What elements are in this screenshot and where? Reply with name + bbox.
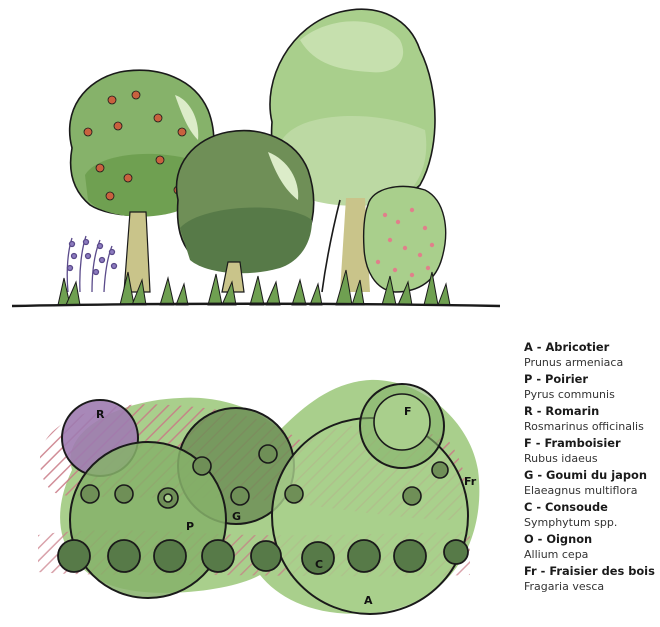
legend-latin-name: Allium cepa [524, 547, 658, 562]
plan-label-a: A [364, 594, 373, 607]
plan-label-p: P [186, 520, 194, 533]
plan-label-fr: Fr [464, 475, 477, 488]
legend-item-fr: Fr - Fraisier des boisFragaria vesca [524, 564, 658, 594]
legend-latin-name: Rubus idaeus [524, 451, 658, 466]
legend-latin-name: Prunus armeniaca [524, 355, 658, 370]
legend-item-f: F - FramboisierRubus idaeus [524, 436, 658, 466]
legend-item-c: C - ConsoudeSymphytum spp. [524, 500, 658, 530]
legend-plant-name: R - Romarin [524, 404, 658, 419]
plan-view: R F P G C A Fr [38, 380, 479, 614]
legend-latin-name: Symphytum spp. [524, 515, 658, 530]
plan-label-c: C [315, 558, 323, 571]
raspberry-shrub [364, 186, 446, 292]
elevation-view [12, 9, 500, 306]
plant-legend: A - AbricotierPrunus armeniacaP - Poirie… [524, 340, 658, 596]
comfrey-row [58, 540, 468, 574]
legend-latin-name: Rosmarinus officinalis [524, 419, 658, 434]
goumi-tree [176, 131, 313, 292]
legend-item-g: G - Goumi du japonElaeagnus multiflora [524, 468, 658, 498]
raspberry-circle-inner [374, 394, 430, 450]
legend-latin-name: Elaeagnus multiflora [524, 483, 658, 498]
legend-plant-name: F - Framboisier [524, 436, 658, 451]
legend-plant-name: O - Oignon [524, 532, 658, 547]
legend-plant-name: P - Poirier [524, 372, 658, 387]
legend-plant-name: C - Consoude [524, 500, 658, 515]
legend-latin-name: Pyrus communis [524, 387, 658, 402]
plan-label-f: F [404, 405, 412, 418]
legend-plant-name: A - Abricotier [524, 340, 658, 355]
legend-plant-name: Fr - Fraisier des bois [524, 564, 658, 579]
legend-item-a: A - AbricotierPrunus armeniaca [524, 340, 658, 370]
ground-line [12, 304, 500, 306]
legend-latin-name: Fragaria vesca [524, 579, 658, 594]
plan-label-g: G [232, 510, 241, 523]
legend-item-p: P - PoirierPyrus communis [524, 372, 658, 402]
legend-plant-name: G - Goumi du japon [524, 468, 658, 483]
legend-item-r: R - RomarinRosmarinus officinalis [524, 404, 658, 434]
rosemary-plant [67, 236, 116, 292]
legend-item-o: O - OignonAllium cepa [524, 532, 658, 562]
plan-label-r: R [96, 408, 105, 421]
